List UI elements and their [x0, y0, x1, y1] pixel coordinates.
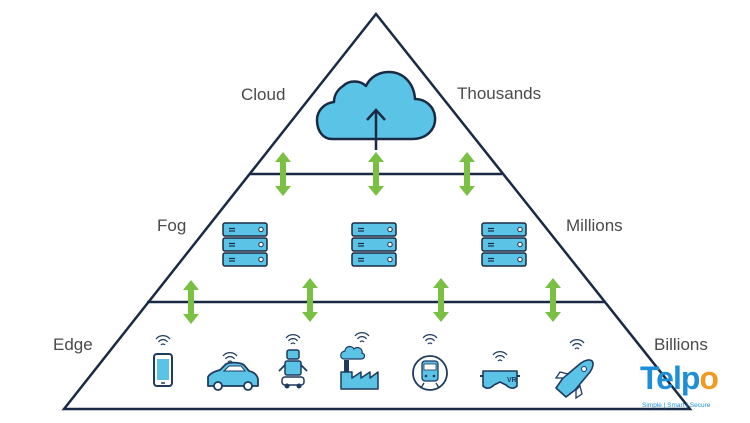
- space-shuttle-icon: [554, 339, 594, 400]
- factory-icon: [340, 332, 379, 390]
- brand-name: Telpo: [640, 360, 719, 397]
- brand-name-accent: o: [699, 360, 719, 396]
- vr-headset-icon: VR: [480, 351, 520, 389]
- brand-tagline: Simple | Smart | Secure: [642, 402, 711, 409]
- brand-name-main: Telp: [640, 360, 700, 396]
- tier-count-cloud: Thousands: [457, 84, 542, 103]
- svg-text:VR: VR: [507, 377, 517, 384]
- server-rack-icon: [351, 222, 397, 267]
- tier-count-fog: Millions: [566, 216, 623, 235]
- robot-icon: [278, 334, 308, 389]
- server-rack-icon: [481, 222, 527, 267]
- train-icon: [412, 334, 448, 391]
- tier-count-edge: Billions: [654, 335, 708, 354]
- tier-label-fog: Fog: [157, 216, 187, 235]
- brand-logo: Telpo Simple | Smart | Secure: [640, 360, 740, 416]
- tier-label-cloud: Cloud: [241, 85, 286, 104]
- tier-label-edge: Edge: [53, 335, 93, 354]
- cloud-upload-icon: [315, 70, 437, 150]
- server-rack-icon: [222, 222, 268, 267]
- smartphone-icon: [153, 335, 173, 387]
- car-icon: [207, 352, 259, 391]
- pyramid-outline: [61, 11, 693, 411]
